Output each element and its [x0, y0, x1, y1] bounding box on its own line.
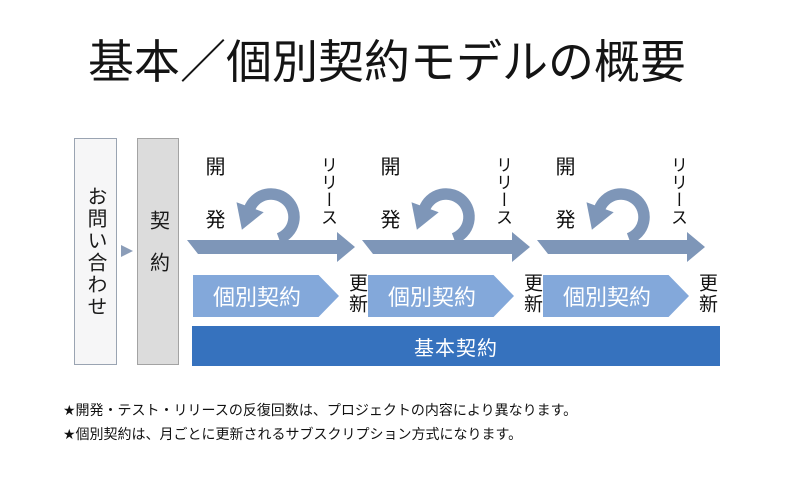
contract-box: 契約	[137, 138, 179, 365]
dev-label: 開発	[377, 156, 399, 262]
base-contract-bar: 基本契約	[192, 326, 720, 366]
sprint-unit-2: 開発 リリース	[360, 150, 550, 280]
individual-contract-arrow-3: 個別契約	[543, 275, 689, 317]
individual-contract-label: 個別契約	[387, 285, 476, 310]
sprint-unit-1: 開発 リリース	[185, 150, 375, 280]
sprint-unit-3: 開発 リリース	[535, 150, 725, 280]
individual-contract-label: 個別契約	[562, 285, 651, 310]
renewal-label: 更新	[521, 273, 542, 315]
page-title: 基本／個別契約モデルの概要	[88, 36, 686, 88]
sprint-loop-arrow-icon	[187, 188, 355, 262]
sprint-loop-arrow-icon	[537, 188, 705, 262]
renewal-label: 更新	[346, 273, 367, 315]
footnote-subscription: ★個別契約は、月ごとに更新されるサブスクリプション方式になります。	[63, 426, 523, 442]
individual-contract-arrow-2: 個別契約	[368, 275, 514, 317]
individual-contract-arrow-1: 個別契約	[193, 275, 339, 317]
sprint-loop-arrow-icon	[362, 188, 530, 262]
individual-contract-label: 個別契約	[212, 285, 301, 310]
contract-label: 契約	[146, 209, 169, 294]
inquiry-label: お問い合わせ	[84, 185, 106, 318]
footnote-iterations: ★開発・テスト・リリースの反復回数は、プロジェクトの内容により異なります。	[63, 402, 578, 418]
renewal-label: 更新	[696, 273, 717, 315]
dev-label: 開発	[552, 156, 574, 262]
flow-arrow-icon	[121, 245, 133, 257]
inquiry-box: お問い合わせ	[74, 138, 117, 365]
dev-label: 開発	[202, 156, 224, 262]
release-label: リリース	[493, 156, 512, 226]
release-label: リリース	[318, 156, 337, 226]
release-label: リリース	[668, 156, 687, 226]
base-contract-label: 基本契約	[414, 337, 498, 360]
